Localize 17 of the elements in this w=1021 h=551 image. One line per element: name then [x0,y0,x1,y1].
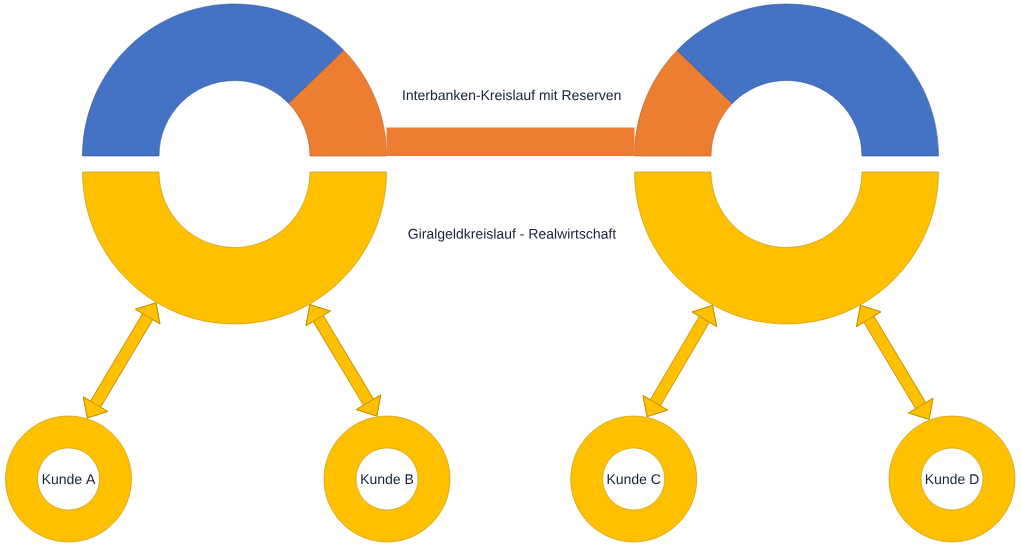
connector-bar [386,127,635,156]
half-ring [82,171,387,325]
customer-ring: Kunde D [888,415,1016,543]
diagram-label: Interbanken-Kreislauf mit Reserven [403,89,621,101]
ring-segment [288,50,387,157]
double-arrow [305,304,382,417]
customer-ring: Kunde A [5,415,132,543]
double-arrow [642,305,718,417]
ring-segment [82,3,345,157]
ring-segment [634,50,733,157]
double-arrow [82,302,161,419]
double-arrow [856,305,934,420]
customer-ring: Kunde B [323,415,451,543]
half-ring [634,171,939,325]
diagram-label: Giralgeldkreislauf - Realwirtschaft [408,228,617,242]
customer-ring: Kunde C [570,415,697,543]
ring-segment [676,3,939,157]
